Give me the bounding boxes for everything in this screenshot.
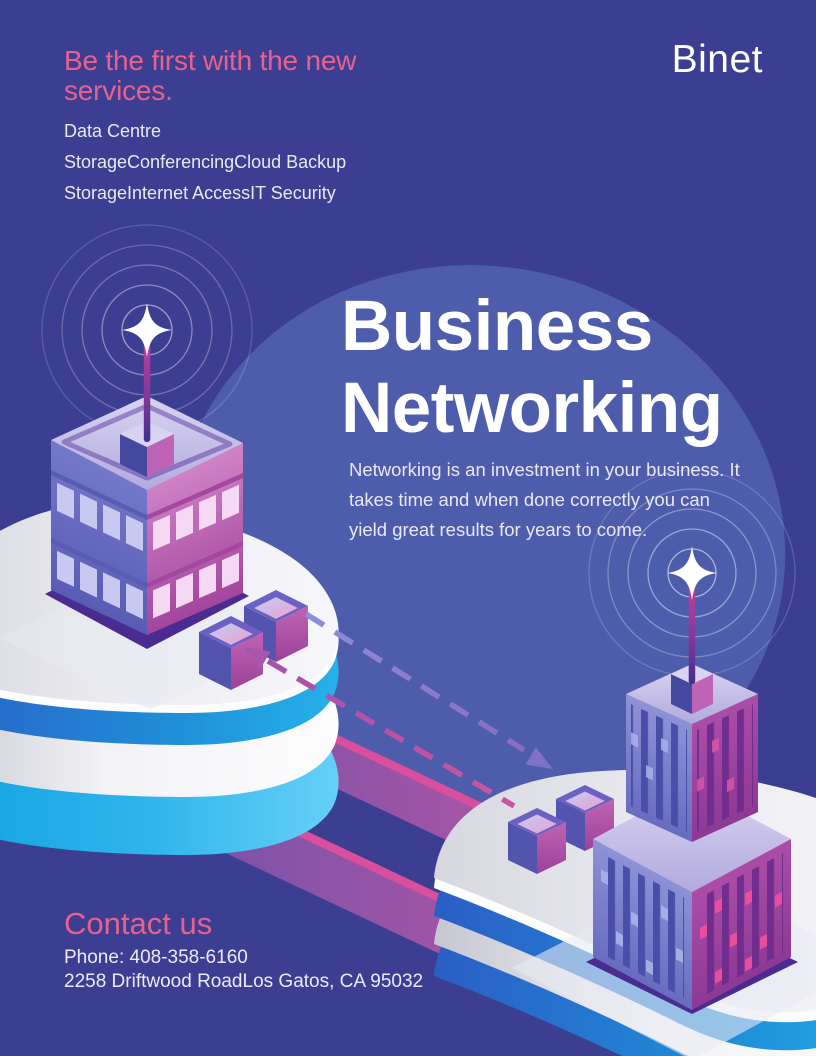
service-item: StorageConferencingCloud Backup (64, 152, 347, 172)
contact-address: 2258 Driftwood RoadLos Gatos, CA 95032 (64, 971, 424, 992)
service-list: Data Centre StorageConferencingCloud Bac… (64, 116, 346, 209)
building-right (586, 546, 798, 1014)
server-cube (508, 808, 566, 874)
contact-heading: Contact us (64, 906, 213, 941)
dashed-link-down (304, 611, 526, 753)
server-cube (199, 616, 263, 690)
service-item: StorageInternet AccessIT Security (64, 183, 336, 203)
hero-title-line2: Networking (341, 369, 723, 448)
antenna-right-icon (667, 546, 717, 684)
brand-logo: Binet (671, 38, 763, 81)
hero-description-line: Networking is an investment in your busi… (349, 459, 740, 480)
tagline: Be the first with the new services. (64, 45, 357, 106)
sparkle-left-icon (122, 303, 172, 357)
server-cubes-left (199, 590, 308, 690)
hero-title: Business Networking (341, 286, 723, 450)
hero-description: Networking is an investment in your busi… (349, 455, 789, 545)
contact-details: Phone: 408-358-6160 2258 Driftwood RoadL… (64, 946, 423, 994)
hero-title-line1: Business (341, 287, 653, 366)
data-link-arrows (243, 611, 553, 809)
antenna-left-icon (122, 303, 172, 442)
sparkle-right-icon (667, 546, 717, 600)
arrowhead-left-icon (243, 647, 271, 669)
service-item: Data Centre (64, 121, 162, 141)
hero-description-line: yield great results for years to come. (349, 519, 648, 540)
contact-phone: Phone: 408-358-6160 (64, 947, 248, 968)
hero-description-line: takes time and when done correctly you c… (349, 489, 710, 510)
building-left (45, 303, 249, 649)
arrowhead-right-icon (525, 747, 553, 769)
dashed-link-up (266, 658, 516, 809)
